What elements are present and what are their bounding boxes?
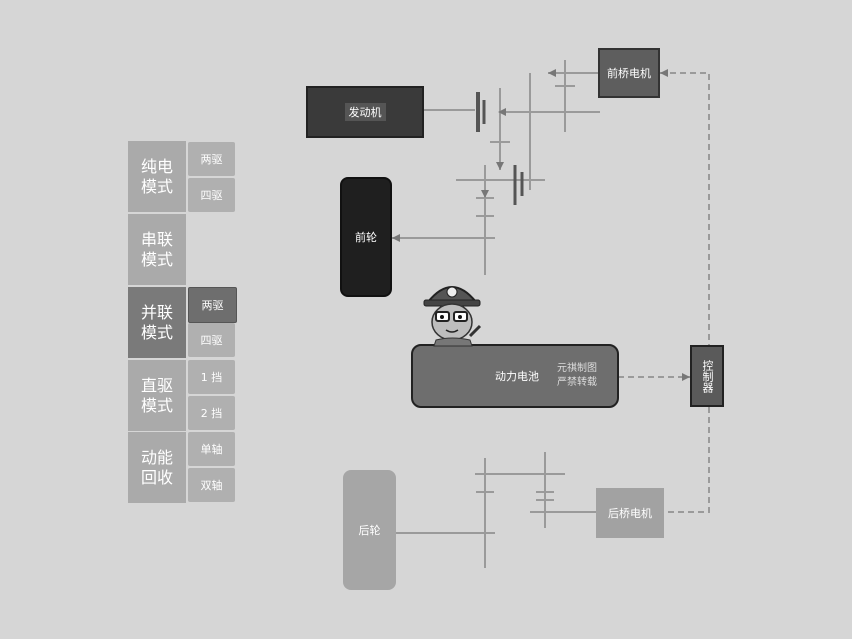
front-motor-label: 前桥电机 — [607, 67, 651, 80]
mode-parallel-4wd[interactable]: 四驱 — [188, 323, 235, 357]
mode-pure-electric-2wd[interactable]: 两驱 — [188, 142, 235, 176]
mode-pure-electric[interactable]: 纯电 模式 — [128, 141, 186, 212]
arrow-to-front-wheel — [392, 234, 400, 242]
rear-wheel-label: 后轮 — [358, 524, 381, 537]
mode-regen[interactable]: 动能 回收 — [128, 432, 186, 503]
mode-parallel[interactable]: 并联 模式 — [128, 287, 186, 358]
watermark-line1: 元祺制图 — [557, 363, 597, 374]
battery-label: 动力电池 — [495, 370, 539, 383]
mode-direct-drive-gear1[interactable]: 1 挡 — [188, 360, 235, 394]
controller: 控制器 — [690, 345, 724, 407]
rear-motor: 后桥电机 — [596, 488, 664, 538]
mode-regen-dual-axle[interactable]: 双轴 — [188, 468, 235, 502]
engine-label: 发动机 — [344, 103, 386, 121]
front-wheel-label: 前轮 — [355, 231, 377, 244]
rear-motor-label: 后桥电机 — [608, 507, 652, 520]
watermark-line2: 严禁转载 — [557, 377, 597, 388]
engine: 发动机 — [306, 86, 424, 138]
controller-label: 控制器 — [701, 359, 714, 393]
arrow-to-controller — [682, 373, 690, 381]
front-wheel: 前轮 — [340, 177, 392, 297]
mode-direct-drive-gear2[interactable]: 2 挡 — [188, 396, 235, 430]
arrow-to-front-motor — [660, 69, 668, 77]
front-motor: 前桥电机 — [598, 48, 660, 98]
mode-regen-single-axle[interactable]: 单轴 — [188, 432, 235, 466]
mode-direct-drive[interactable]: 直驱 模式 — [128, 360, 186, 431]
mode-parallel-2wd[interactable]: 两驱 — [188, 287, 237, 323]
mode-pure-electric-4wd[interactable]: 四驱 — [188, 178, 235, 212]
rear-wheel: 后轮 — [343, 470, 396, 590]
watermark: 元祺制图 严禁转载 — [557, 362, 597, 390]
arrow-down-2 — [481, 190, 489, 198]
arrow-from-engine — [498, 108, 506, 116]
control-line-front-motor — [660, 72, 710, 345]
mode-series[interactable]: 串联 模式 — [128, 214, 186, 285]
arrow-down-1 — [496, 162, 504, 170]
arrow-from-front-motor — [548, 69, 556, 77]
control-line-rear-motor — [664, 407, 710, 513]
battery: 动力电池 元祺制图 严禁转载 — [411, 344, 619, 408]
